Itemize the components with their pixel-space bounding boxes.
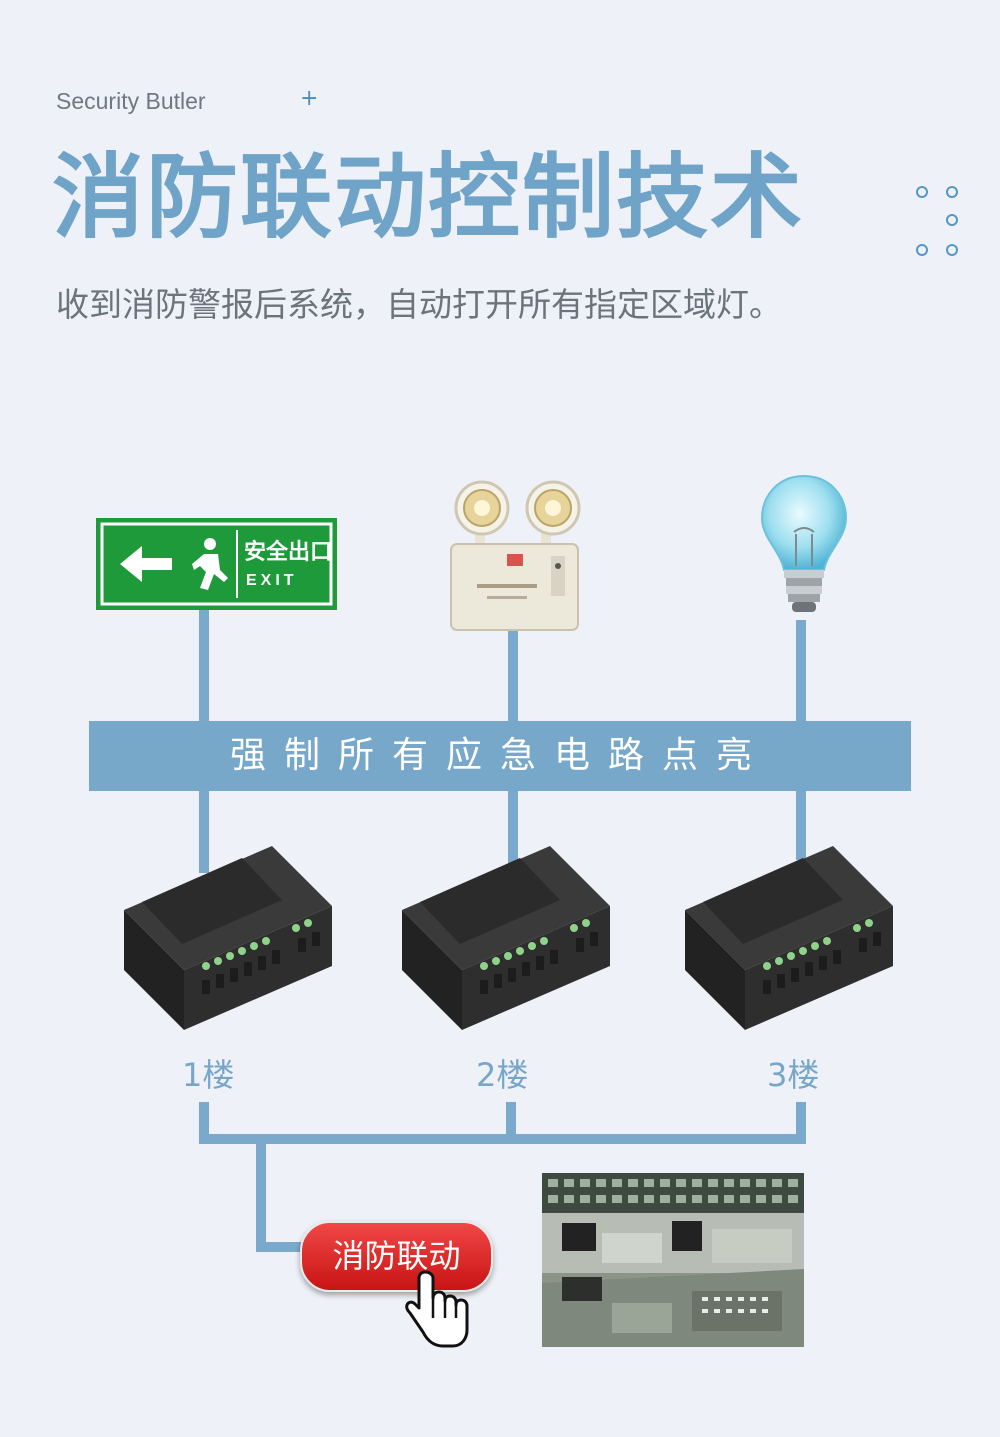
emergency-band-text: 强制所有应急电路点亮: [229, 735, 770, 776]
controller-module-3: [683, 840, 895, 1039]
page-title: 消防联动控制技术: [52, 144, 805, 251]
connector-line: [199, 1134, 806, 1144]
controller-icon: [402, 846, 610, 1030]
exit-sign: 安全出口 EXIT: [96, 518, 337, 610]
exit-sign-en: EXIT: [246, 572, 298, 589]
exit-sign-icon: [96, 518, 337, 610]
hand-cursor-icon: [405, 1268, 469, 1354]
fire-linkage-button-label[interactable]: 消防联动: [332, 1237, 461, 1275]
controller-module-2: [400, 840, 612, 1039]
page-subtitle: 收到消防警报后系统，自动打开所有指定区域灯。: [56, 285, 782, 324]
dot-icon: [946, 186, 958, 198]
light-bulb-icon: [760, 474, 848, 612]
floor-label-2: 2楼: [476, 1056, 529, 1094]
emergency-band: [89, 721, 911, 791]
dot-icon: [946, 214, 958, 226]
light-bulb: [758, 474, 850, 624]
connector-line: [256, 1144, 266, 1252]
emergency-light-icon: [450, 480, 581, 631]
connector-line: [796, 1102, 806, 1144]
plus-icon: +: [300, 86, 319, 111]
control-room-image: [542, 1173, 804, 1347]
connector-line: [199, 1102, 209, 1144]
connector-line: [256, 1242, 306, 1252]
control-room-photo: [542, 1173, 804, 1347]
dot-icon: [916, 186, 928, 198]
dot-icon: [916, 244, 928, 256]
controller-icon: [124, 846, 332, 1030]
controller-icon: [685, 846, 893, 1030]
floor-label-3: 3楼: [767, 1056, 820, 1094]
fire-linkage-button[interactable]: [300, 1221, 493, 1292]
brand-label: Security Butler: [56, 88, 206, 114]
exit-sign-cn: 安全出口: [244, 540, 333, 565]
floor-label-1: 1楼: [182, 1056, 235, 1094]
dot-icon: [946, 244, 958, 256]
connector-line: [506, 1102, 516, 1144]
emergency-light: [447, 474, 582, 634]
controller-module-1: [122, 840, 334, 1039]
